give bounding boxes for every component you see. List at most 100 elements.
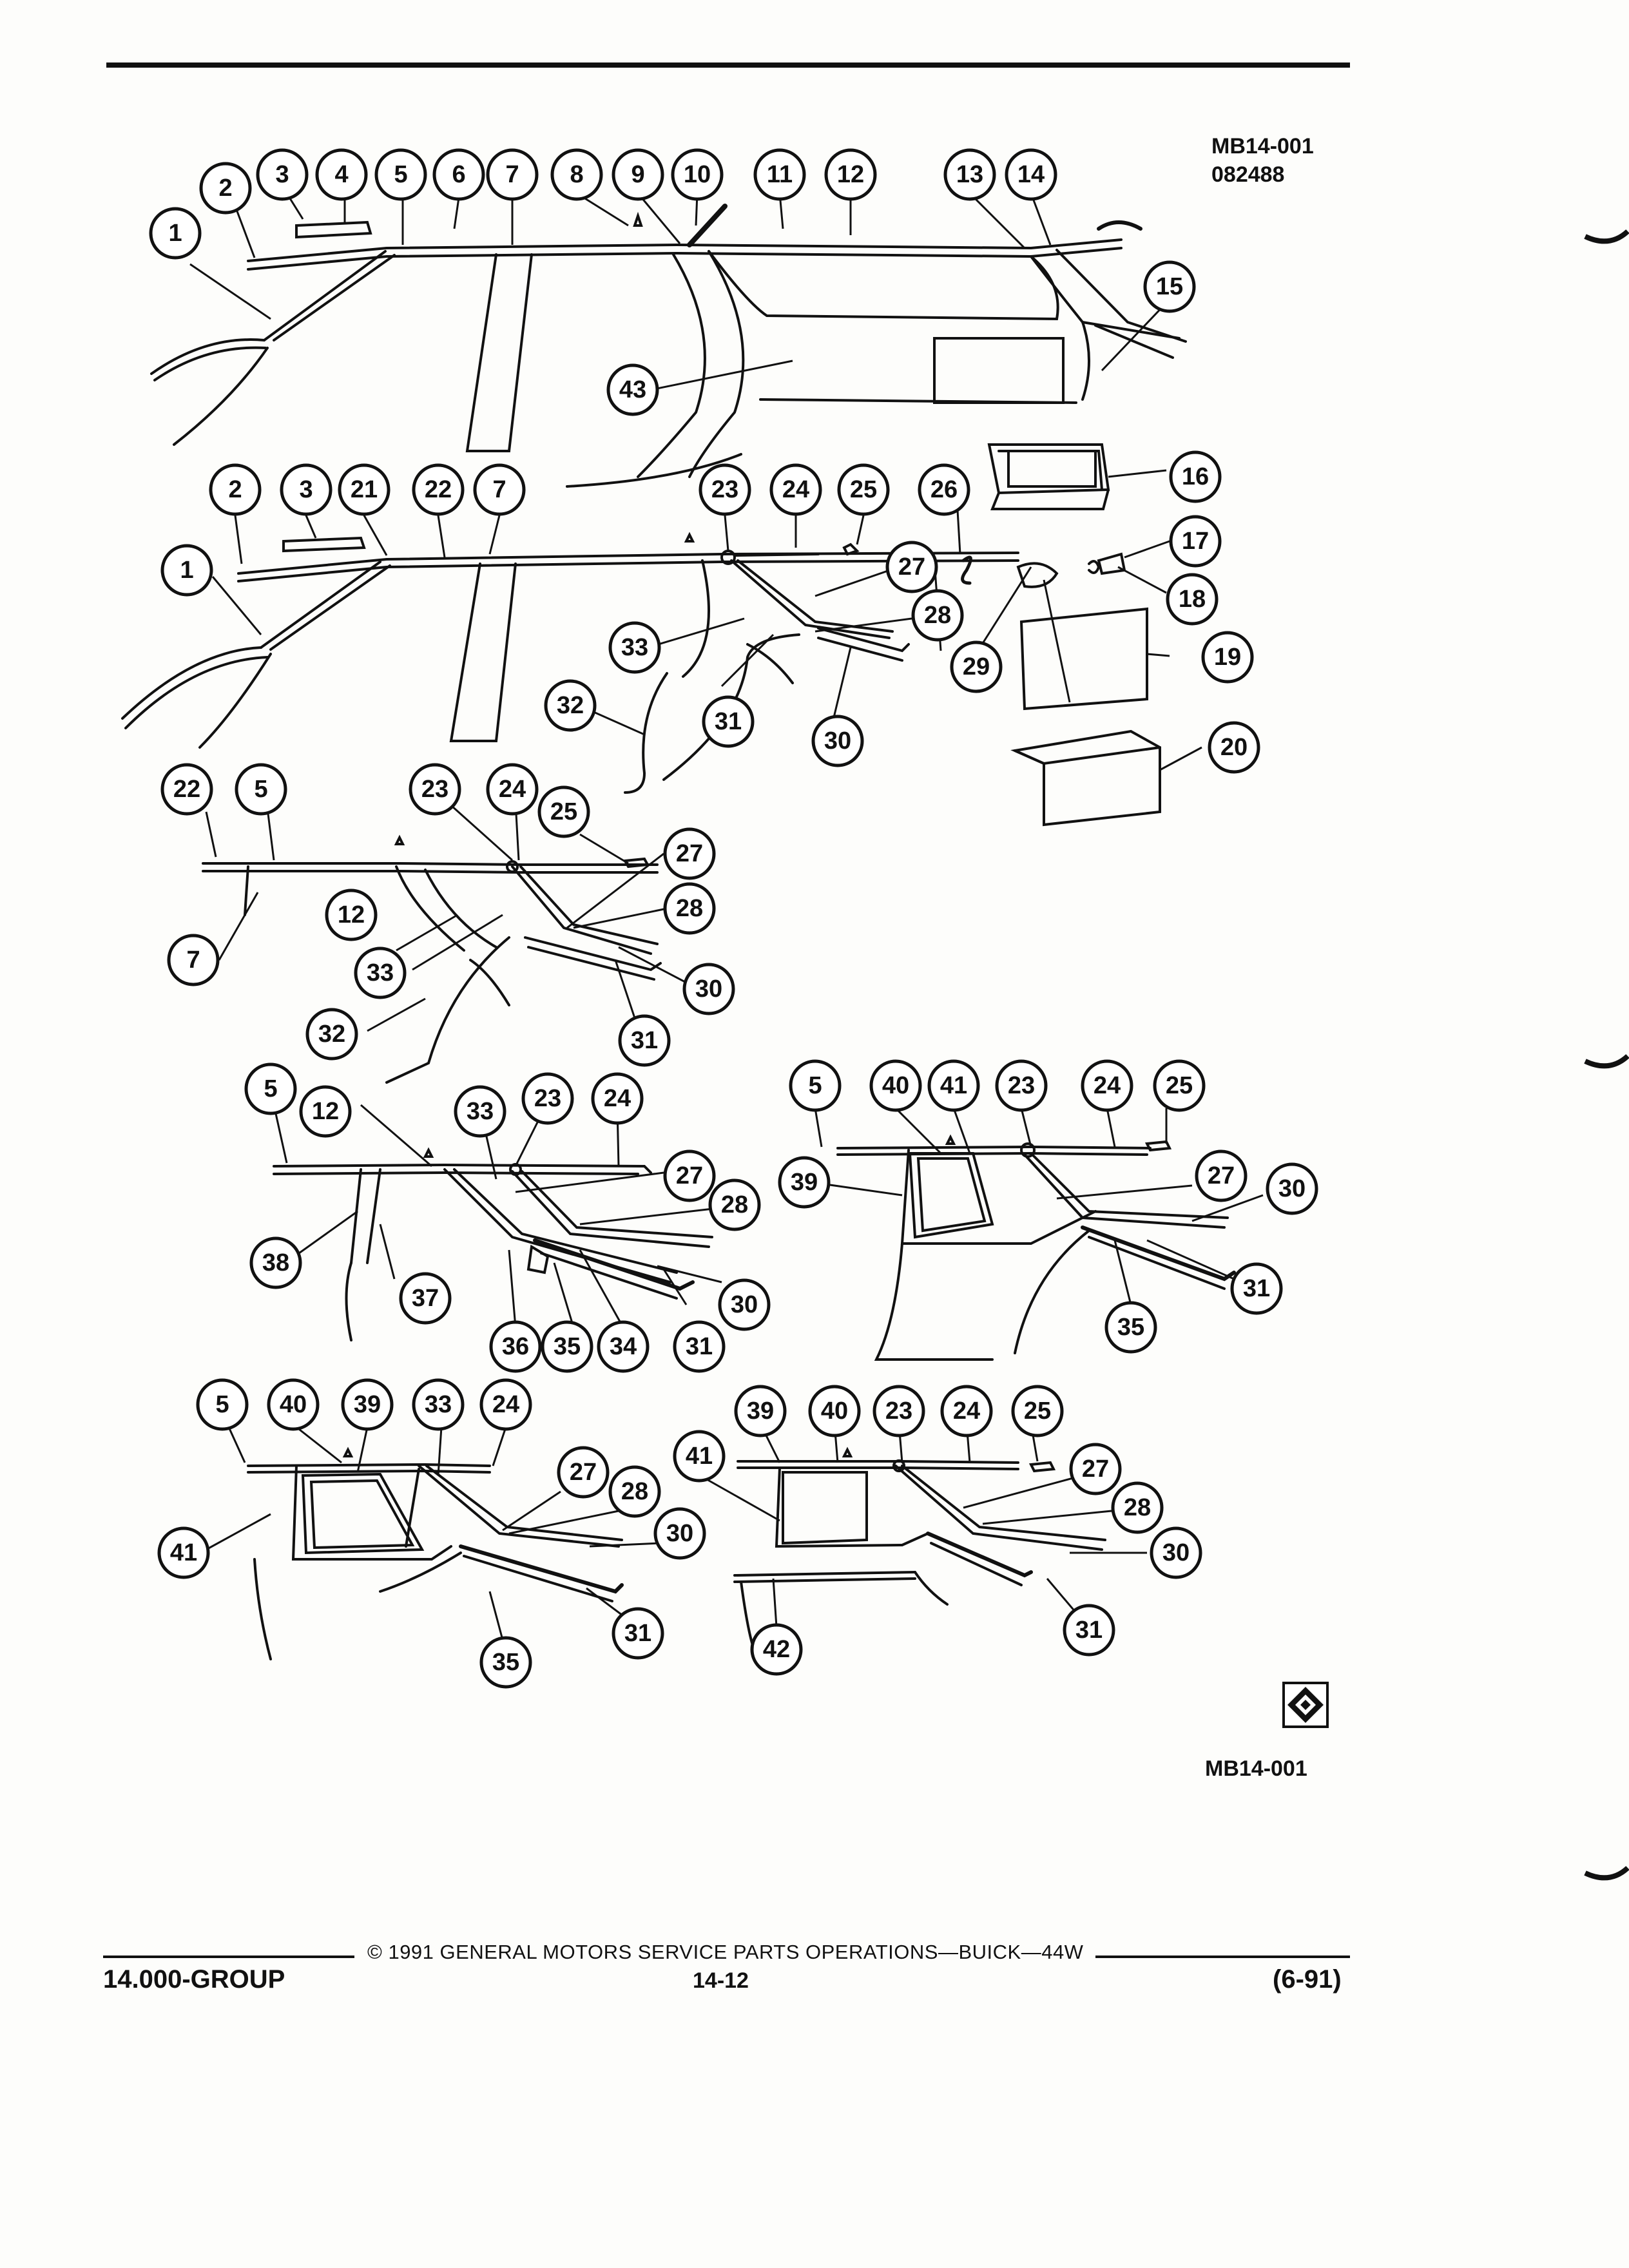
page-number: 14-12 (693, 1968, 749, 1993)
callout-5-f: 5 (196, 1378, 249, 1431)
binding-mark-icon (1584, 1865, 1629, 1881)
callout-23: 23 (699, 463, 751, 516)
callout-24-g: 24 (940, 1385, 993, 1437)
svg-text:5: 5 (808, 1072, 822, 1099)
footer-rule-left (103, 1956, 354, 1958)
callout-24: 24 (769, 463, 822, 516)
callout-35-f: 35 (479, 1636, 532, 1689)
floor-panel (1010, 729, 1161, 827)
svg-text:42: 42 (763, 1636, 790, 1663)
callout-14: 14 (1005, 148, 1057, 201)
callout-12: 12 (824, 148, 877, 201)
svg-text:14: 14 (1017, 161, 1045, 188)
svg-text:37: 37 (412, 1285, 439, 1312)
callout-24-f: 24 (479, 1378, 532, 1431)
callout-41-f: 41 (157, 1526, 210, 1579)
svg-text:33: 33 (425, 1391, 452, 1418)
svg-text:5: 5 (215, 1391, 229, 1418)
svg-text:23: 23 (421, 776, 448, 803)
callout-36: 36 (489, 1320, 542, 1373)
svg-text:27: 27 (676, 1162, 703, 1189)
svg-text:2: 2 (228, 476, 242, 503)
callout-1-b: 1 (160, 544, 213, 597)
callout-9: 9 (612, 148, 664, 201)
svg-text:18: 18 (1179, 586, 1206, 613)
callout-27-g: 27 (1069, 1443, 1122, 1495)
callout-24-e: 24 (1081, 1059, 1133, 1112)
callout-11: 11 (753, 148, 806, 201)
svg-text:12: 12 (338, 901, 365, 928)
svg-text:31: 31 (631, 1027, 658, 1054)
svg-text:31: 31 (624, 1620, 651, 1647)
svg-text:16: 16 (1182, 463, 1209, 490)
svg-text:5: 5 (394, 161, 407, 188)
group-number: 14.000-GROUP (103, 1965, 285, 1994)
svg-text:11: 11 (767, 161, 793, 188)
callout-39: 39 (778, 1156, 831, 1209)
svg-text:1: 1 (180, 557, 193, 584)
callout-4: 4 (315, 148, 368, 201)
v1-roofline (247, 238, 1123, 262)
callout-7-c: 7 (167, 934, 220, 986)
svg-text:23: 23 (885, 1398, 912, 1425)
svg-text:17: 17 (1182, 528, 1209, 555)
callout-24-d: 24 (591, 1072, 644, 1125)
svg-text:5: 5 (254, 776, 267, 803)
figure-code: MB14-001 (1211, 134, 1314, 159)
binding-mark-icon (1584, 229, 1629, 244)
svg-text:38: 38 (262, 1249, 289, 1276)
svg-text:33: 33 (367, 959, 394, 986)
svg-text:40: 40 (821, 1398, 848, 1425)
svg-text:24: 24 (1094, 1072, 1121, 1099)
callout-25-e: 25 (1153, 1059, 1206, 1112)
figure-label: MB14-001 (1205, 1756, 1307, 1781)
callout-12-d: 12 (299, 1085, 352, 1138)
svg-text:27: 27 (570, 1459, 597, 1486)
svg-text:24: 24 (492, 1391, 519, 1418)
svg-text:9: 9 (631, 161, 644, 188)
callout-17: 17 (1169, 515, 1222, 568)
callout-24-c: 24 (486, 763, 539, 816)
svg-text:39: 39 (747, 1398, 774, 1425)
svg-text:28: 28 (676, 895, 703, 922)
callout-15: 15 (1143, 260, 1196, 313)
callout-41: 41 (673, 1430, 726, 1483)
callout-39-g: 39 (734, 1385, 787, 1437)
svg-text:25: 25 (1166, 1072, 1193, 1099)
callout-33-f: 33 (412, 1378, 465, 1431)
callout-27-f: 27 (557, 1446, 610, 1499)
callout-30-f: 30 (653, 1507, 706, 1560)
svg-text:33: 33 (621, 634, 648, 661)
svg-text:23: 23 (711, 476, 738, 503)
binding-mark-icon (1584, 1053, 1629, 1069)
svg-text:24: 24 (499, 776, 526, 803)
callout-27: 27 (885, 541, 938, 593)
callout-29: 29 (950, 640, 1003, 693)
svg-text:24: 24 (782, 476, 809, 503)
callout-22-c: 22 (160, 763, 213, 816)
callout-41-e: 41 (927, 1059, 980, 1112)
callout-18: 18 (1166, 573, 1219, 626)
callout-30-c: 30 (682, 963, 735, 1015)
date-code: 082488 (1211, 162, 1285, 187)
callout-28-d: 28 (708, 1178, 761, 1231)
callout-33: 33 (608, 621, 661, 674)
callout-2-b: 2 (209, 463, 262, 516)
svg-text:25: 25 (550, 798, 577, 825)
svg-text:23: 23 (534, 1085, 561, 1112)
quarter-window (908, 1152, 994, 1239)
callout-1: 1 (149, 207, 202, 260)
callout-34: 34 (597, 1320, 650, 1373)
callout-43: 43 (606, 363, 659, 416)
callout-37: 37 (399, 1272, 452, 1325)
svg-text:32: 32 (557, 692, 584, 719)
callout-25-g: 25 (1011, 1385, 1064, 1437)
svg-text:27: 27 (1082, 1456, 1109, 1483)
callout-28-f: 28 (608, 1465, 661, 1518)
svg-text:39: 39 (354, 1391, 381, 1418)
svg-text:41: 41 (686, 1443, 713, 1470)
svg-text:39: 39 (791, 1169, 818, 1196)
header-block: MB14-001 082488 (1211, 132, 1314, 189)
callout-40: 40 (869, 1059, 922, 1112)
